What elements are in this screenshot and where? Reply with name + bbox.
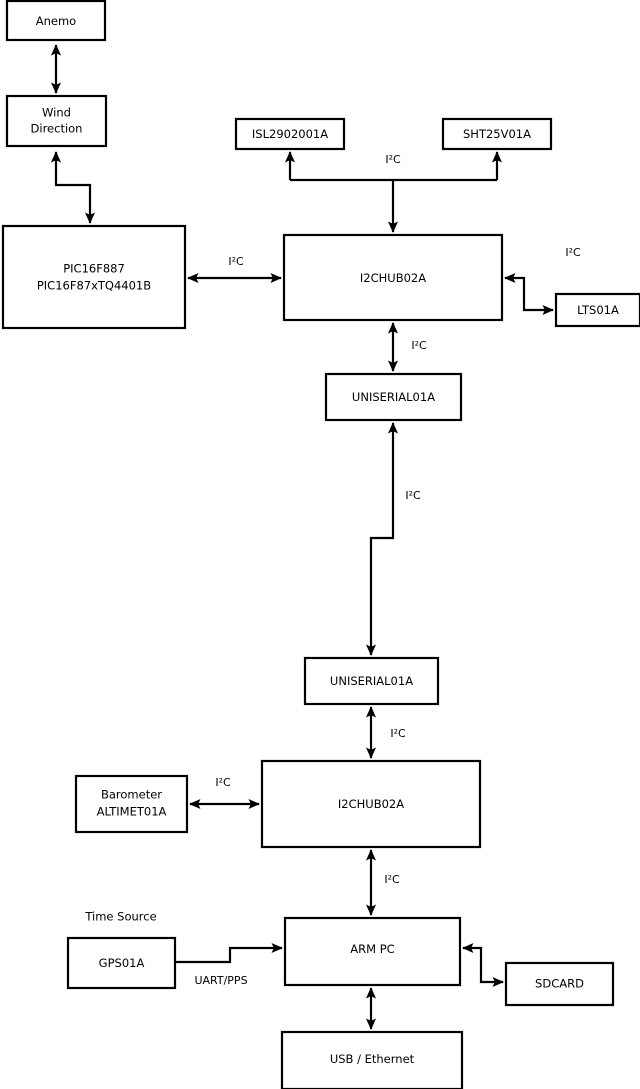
- node-lts01a-box[interactable]: [554, 292, 640, 328]
- node-uniserial01a-lower-label: UNISERIAL01A: [330, 674, 413, 688]
- node-uniserial01a-lower[interactable]: UNISERIAL01A: [303, 656, 440, 706]
- node-arm-pc-label: ARM PC: [350, 942, 394, 956]
- edge-label-hub-armpc-i2c: I²C: [384, 873, 400, 886]
- edge-label-baro-hub-i2c: I²C: [215, 776, 231, 789]
- node-barometer-box[interactable]: [74, 774, 189, 834]
- node-isl2902001a[interactable]: ISL2902001A: [234, 117, 346, 151]
- node-lts01a[interactable]: LTS01A: [554, 292, 640, 328]
- node-uniserial01a-lower-box[interactable]: [303, 656, 440, 706]
- node-barometer-label-line1: Barometer: [101, 788, 162, 802]
- free-label-layer: Time Source: [84, 910, 156, 924]
- node-anemo[interactable]: Anemo: [5, 0, 107, 42]
- node-uniserial01a-upper-box[interactable]: [324, 372, 463, 422]
- edge-label-uniserial-hub-i2c: I²C: [390, 727, 406, 740]
- node-gps01a-label: GPS01A: [99, 956, 145, 970]
- edge-label-isl-sht-i2c: I²C: [385, 153, 401, 166]
- node-anemo-label: Anemo: [36, 14, 76, 28]
- node-uniserial01a-upper-label: UNISERIAL01A: [352, 390, 435, 404]
- node-pic-mcu[interactable]: PIC16F887 PIC16F87xTQ4401B: [1, 224, 187, 330]
- node-arm-pc-box[interactable]: [283, 916, 462, 987]
- node-pic-mcu-box[interactable]: [1, 224, 187, 330]
- edge-label-pic-hub-i2c: I²C: [228, 255, 244, 268]
- edge-uniserial-link: [365, 422, 399, 656]
- node-usb-ethernet[interactable]: USB / Ethernet: [280, 1030, 464, 1089]
- node-gps01a[interactable]: GPS01A: [66, 936, 177, 990]
- node-sht25v01a-box[interactable]: [441, 117, 553, 151]
- node-gps01a-box[interactable]: [66, 936, 177, 990]
- node-anemo-box[interactable]: [5, 0, 107, 42]
- node-sht25v01a[interactable]: SHT25V01A: [441, 117, 553, 151]
- node-i2chub02a-top-box[interactable]: [282, 233, 504, 322]
- edge-label-layer: I²C I²C I²C I²C I²C I²C I²C I²C UART/PPS: [194, 153, 581, 987]
- node-pic-mcu-label-line1: PIC16F887: [63, 262, 125, 276]
- edge-label-gps-armpc-uart: UART/PPS: [194, 974, 247, 987]
- node-sdcard-label: SDCARD: [535, 977, 584, 991]
- node-uniserial01a-upper[interactable]: UNISERIAL01A: [324, 372, 463, 422]
- node-wind-direction[interactable]: Wind Direction: [5, 94, 108, 148]
- node-wind-direction-box[interactable]: [5, 94, 108, 148]
- edge-wind-pic: [50, 151, 96, 224]
- edge-layer: [50, 44, 554, 1030]
- node-lts01a-label: LTS01A: [577, 303, 619, 317]
- node-barometer-label-line2: ALTIMET01A: [97, 805, 167, 819]
- node-usb-ethernet-box[interactable]: [280, 1030, 464, 1089]
- node-pic-mcu-label-line2: PIC16F87xTQ4401B: [37, 279, 151, 293]
- edge-label-uniserial-link-i2c: I²C: [405, 489, 421, 502]
- edge-label-hub-uniserial-i2c: I²C: [411, 339, 427, 352]
- node-barometer[interactable]: Barometer ALTIMET01A: [74, 774, 189, 834]
- node-isl2902001a-label: ISL2902001A: [252, 127, 328, 141]
- edge-hub-lts-in: [504, 272, 554, 316]
- node-sdcard[interactable]: SDCARD: [504, 961, 615, 1007]
- node-sdcard-box[interactable]: [504, 961, 615, 1007]
- edge-gps-armpc: [175, 942, 283, 964]
- node-i2chub02a-bottom-label: I2CHUB02A: [338, 797, 404, 811]
- node-i2chub02a-top-label: I2CHUB02A: [360, 271, 426, 285]
- node-i2chub02a-bottom[interactable]: I2CHUB02A: [260, 759, 482, 849]
- node-wind-direction-label-line2: Direction: [31, 122, 83, 136]
- node-isl2902001a-box[interactable]: [234, 117, 346, 151]
- node-sht25v01a-label: SHT25V01A: [463, 127, 531, 141]
- edge-armpc-sdcard: [462, 942, 504, 988]
- node-wind-direction-label-line1: Wind: [42, 106, 71, 120]
- node-usb-ethernet-label: USB / Ethernet: [330, 1052, 415, 1066]
- label-time-source: Time Source: [84, 910, 156, 924]
- edge-label-hub-lts-i2c: I²C: [565, 246, 581, 259]
- node-i2chub02a-top[interactable]: I2CHUB02A: [282, 233, 504, 322]
- node-arm-pc[interactable]: ARM PC: [283, 916, 462, 987]
- node-i2chub02a-bottom-box[interactable]: [260, 759, 482, 849]
